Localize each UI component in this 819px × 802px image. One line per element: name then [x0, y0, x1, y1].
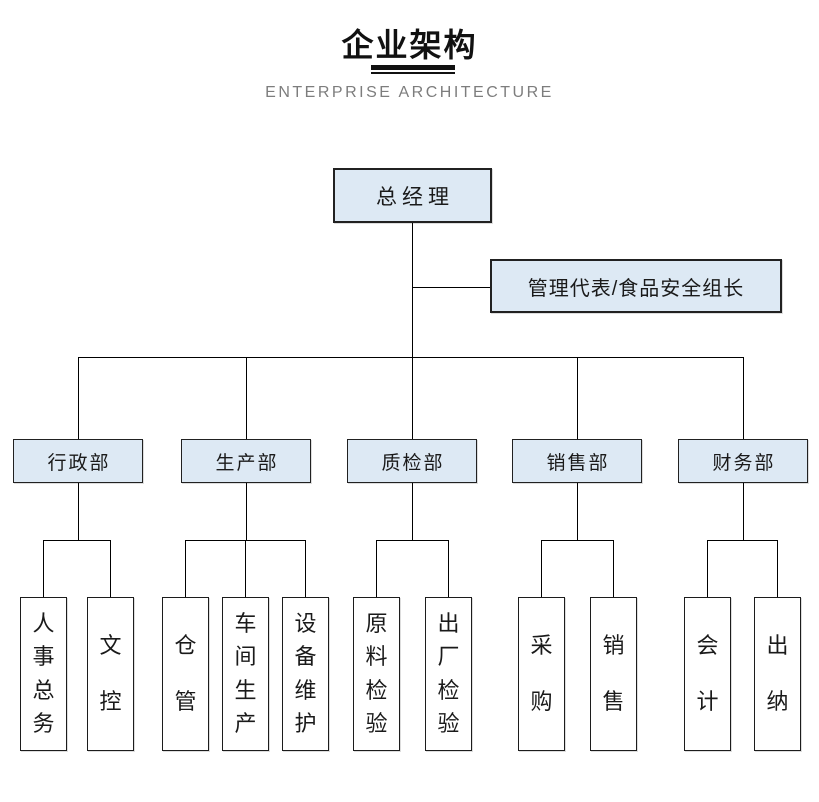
sub-node-label: 出纳 [766, 633, 789, 714]
connector-line [304, 540, 307, 597]
sub-node-label: 车间生产 [234, 611, 257, 736]
connector-line [43, 539, 111, 541]
sub-node-raw-material-inspection: 原料检验 [353, 597, 400, 751]
connector-line [707, 539, 778, 541]
connector-line [77, 357, 79, 439]
sub-node-outgoing-inspection: 出厂检验 [425, 597, 472, 751]
sub-node-label: 销售 [602, 633, 625, 714]
sub-node-label: 采购 [530, 633, 553, 714]
connector-line [244, 540, 247, 597]
connector-line [447, 540, 450, 597]
dept-node-admin: 行政部 [13, 439, 143, 483]
connector-line [42, 540, 45, 597]
sub-node-label: 文控 [99, 633, 122, 714]
sub-node-label: 仓管 [174, 633, 197, 714]
connector-line [576, 357, 578, 439]
sub-node-purchasing: 采购 [518, 597, 565, 751]
sub-node-label: 出厂检验 [437, 611, 460, 736]
sub-node-cashier: 出纳 [754, 597, 801, 751]
connector-line [412, 286, 490, 288]
connector-line [375, 540, 378, 597]
connector-line [411, 223, 413, 439]
connector-line [376, 539, 449, 541]
connector-line [776, 540, 779, 597]
sub-node-sales: 销售 [590, 597, 637, 751]
node-general-manager: 总经理 [333, 168, 492, 223]
connector-line [576, 483, 578, 540]
connector-line [77, 356, 744, 358]
title-underline-thin-bar [371, 72, 455, 74]
connector-line [706, 540, 709, 597]
dept-node-production: 生产部 [181, 439, 311, 483]
node-management-rep-food-safety-leader: 管理代表/食品安全组长 [490, 259, 782, 313]
dept-node-finance: 财务部 [678, 439, 808, 483]
connector-line [540, 540, 543, 597]
dept-node-sales: 销售部 [512, 439, 642, 483]
connector-line [541, 539, 614, 541]
sub-node-equipment-maintenance: 设备维护 [282, 597, 329, 751]
sub-node-label: 原料检验 [365, 611, 388, 736]
sub-node-document-control: 文控 [87, 597, 134, 751]
connector-line [245, 483, 247, 540]
connector-line [612, 540, 615, 597]
sub-node-workshop-production: 车间生产 [222, 597, 269, 751]
sub-node-label: 人事总务 [32, 611, 55, 736]
connector-line [77, 483, 79, 540]
sub-node-hr-general-affairs: 人事总务 [20, 597, 67, 751]
connector-line [411, 483, 413, 540]
connector-line [184, 540, 187, 597]
dept-node-quality: 质检部 [347, 439, 477, 483]
connector-line [245, 357, 247, 439]
title-underline [371, 65, 455, 74]
page-subtitle: ENTERPRISE ARCHITECTURE [265, 84, 554, 101]
sub-node-label: 会计 [696, 633, 719, 714]
connector-line [742, 357, 744, 439]
sub-node-accounting: 会计 [684, 597, 731, 751]
title-underline-thick-bar [371, 65, 455, 70]
page-title: 企业架构 [341, 27, 478, 63]
connector-line [109, 540, 112, 597]
sub-node-warehouse: 仓管 [162, 597, 209, 751]
connector-line [742, 483, 744, 540]
sub-node-label: 设备维护 [294, 611, 317, 736]
